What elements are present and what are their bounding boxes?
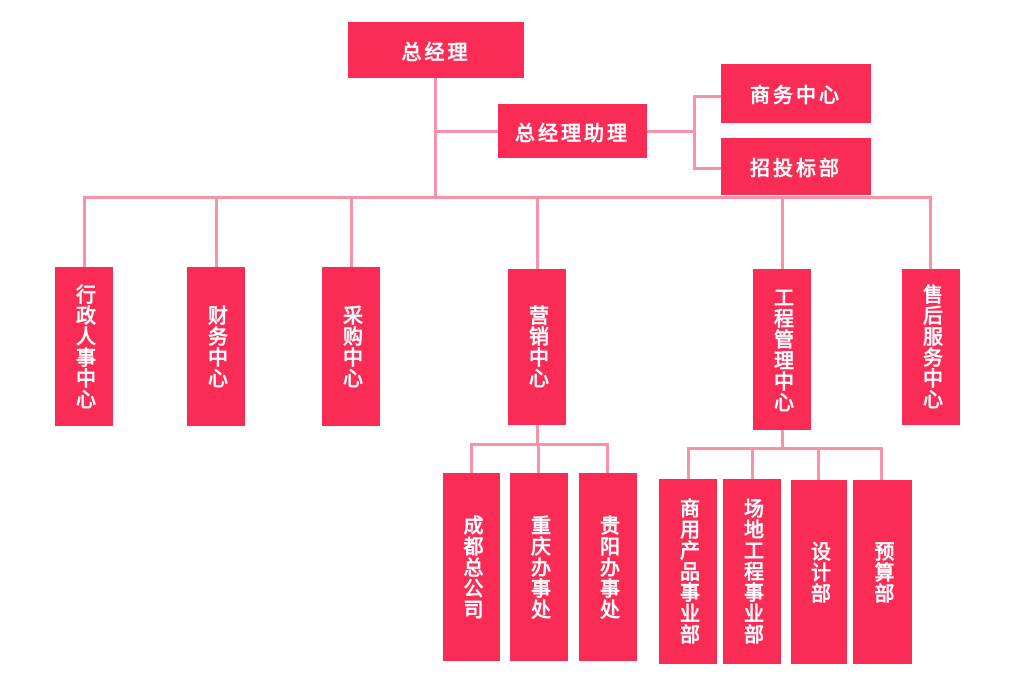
connector-drop-guiyang bbox=[606, 443, 609, 473]
connector-bidding-stub bbox=[694, 167, 721, 170]
connector-drop-design bbox=[817, 447, 820, 480]
node-procurement-center: 采购中心 bbox=[322, 267, 380, 426]
node-general-manager: 总经理 bbox=[348, 22, 524, 78]
node-guiyang-office: 贵阳办事处 bbox=[579, 473, 637, 661]
connector-engineering-trunk bbox=[781, 430, 784, 448]
node-admin-hr-center: 行政人事中心 bbox=[55, 267, 113, 426]
connector-drop-finance bbox=[215, 196, 218, 267]
node-budget-department: 预算部 bbox=[853, 480, 912, 664]
connector-drop-budget bbox=[880, 447, 883, 480]
connector-business-stub bbox=[694, 95, 721, 98]
connector-drop-procurement bbox=[350, 196, 353, 267]
node-gm-assistant: 总经理助理 bbox=[498, 104, 647, 158]
connector-assistant-bracket bbox=[693, 95, 696, 170]
connector-gm-trunk bbox=[434, 78, 437, 198]
connector-drop-aftersales bbox=[929, 196, 932, 269]
connector-main-distribution bbox=[83, 196, 932, 199]
connector-drop-marketing bbox=[536, 196, 539, 269]
node-business-center: 商务中心 bbox=[721, 64, 871, 123]
node-site-engineering-division: 场地工程事业部 bbox=[723, 479, 781, 664]
node-marketing-center: 营销中心 bbox=[508, 269, 566, 425]
connector-assistant-branch bbox=[434, 130, 498, 133]
node-chongqing-office: 重庆办事处 bbox=[510, 473, 568, 661]
connector-drop-chengdu bbox=[470, 443, 473, 473]
node-engineering-management-center: 工程管理中心 bbox=[753, 269, 811, 430]
connector-engineering-distribution bbox=[687, 447, 883, 450]
node-design-department: 设计部 bbox=[791, 480, 847, 664]
connector-drop-engineering bbox=[781, 196, 784, 269]
connector-drop-commercial-products bbox=[687, 447, 690, 479]
node-commercial-products-division: 商用产品事业部 bbox=[659, 479, 717, 664]
node-finance-center: 财务中心 bbox=[187, 267, 245, 426]
node-aftersales-service-center: 售后服务中心 bbox=[902, 269, 960, 425]
node-chengdu-head-office: 成都总公司 bbox=[443, 473, 500, 661]
connector-drop-chongqing bbox=[537, 443, 540, 473]
connector-marketing-trunk bbox=[536, 425, 539, 444]
connector-drop-admin-hr bbox=[83, 196, 86, 267]
connector-drop-site-engineering bbox=[751, 447, 754, 479]
connector-assistant-right bbox=[647, 130, 695, 133]
node-bidding-department: 招投标部 bbox=[721, 138, 871, 195]
